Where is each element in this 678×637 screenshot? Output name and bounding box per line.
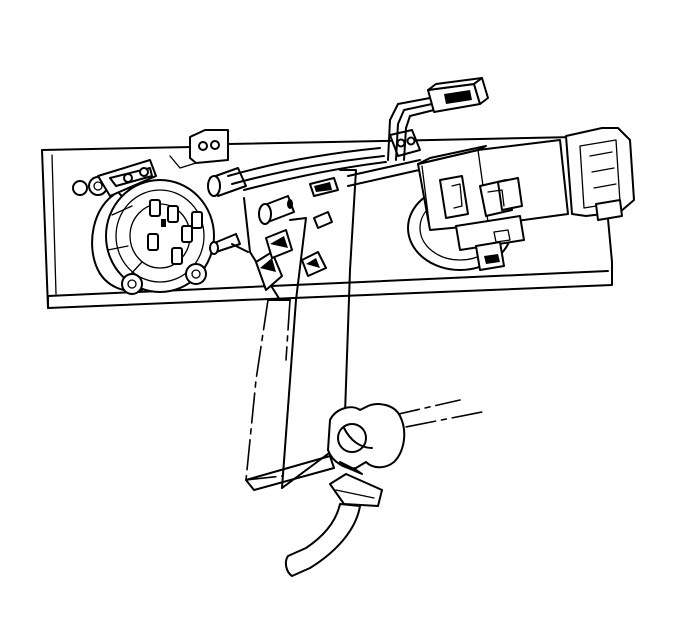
switch-module-housing [407, 127, 635, 271]
round-multi-pin-connector [72, 159, 215, 295]
cable-clip-and-cable [284, 399, 483, 577]
printed-circuit-film [245, 169, 357, 491]
wiring-harness [227, 97, 435, 191]
light-pipe-bracket [231, 177, 339, 301]
wiring-harness-connector [427, 77, 489, 113]
bulb-socket [207, 167, 295, 255]
